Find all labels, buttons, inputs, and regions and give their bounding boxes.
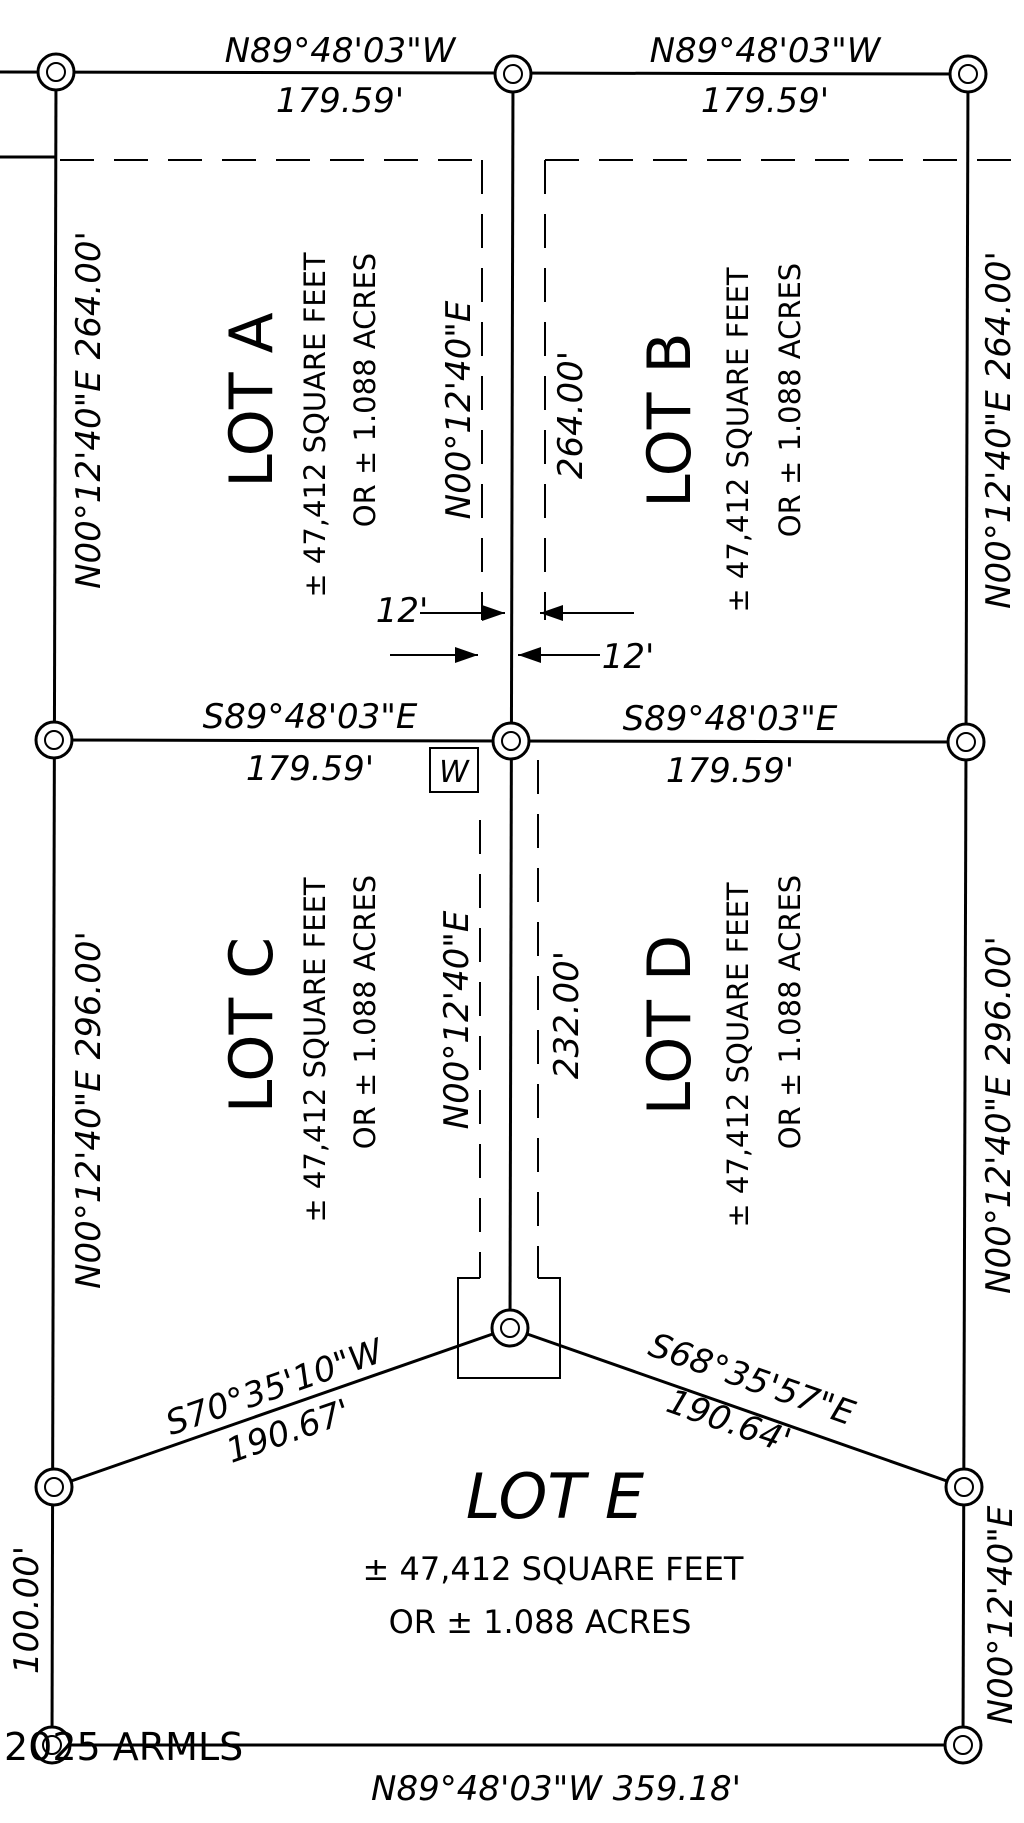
lot-a-sqft: ± 47,412 SQUARE FEET — [298, 252, 332, 598]
bearing-top-left: N89°48'03"W — [225, 31, 457, 71]
diagonal-right-line — [509, 1326, 965, 1489]
distance-top-right: 179.59' — [701, 81, 829, 121]
monument-icon — [34, 1467, 74, 1507]
bearing-west-lower: N00°12'40"E 296.00' — [69, 931, 109, 1289]
lot-d-acres: OR ± 1.088 ACRES — [773, 875, 807, 1149]
distance-top-left: 179.59' — [276, 81, 404, 121]
boundary-lines — [0, 70, 970, 1747]
diagonal-left-line — [53, 1326, 511, 1489]
bearing-west-upper: N00°12'40"E 264.00' — [69, 231, 109, 589]
setback-lines — [60, 159, 1024, 1379]
bearing-labels: N89°48'03"W 179.59' N89°48'03"W 179.59' … — [7, 31, 1021, 1809]
lot-c-sqft: ± 47,412 SQUARE FEET — [298, 877, 332, 1223]
bearing-bottom: N89°48'03"W 359.18' — [371, 1769, 741, 1809]
lot-c-name: LOT C — [217, 937, 287, 1113]
arrow-head-icon — [540, 605, 563, 621]
lot-b-name: LOT B — [635, 332, 705, 507]
monument-icon — [34, 720, 74, 760]
monument-icon — [948, 54, 988, 94]
monument-icon — [943, 1725, 983, 1765]
monument-icon — [944, 1467, 984, 1507]
lot-c-label: LOT C ± 47,412 SQUARE FEET OR ± 1.088 AC… — [217, 875, 382, 1223]
lot-e-name: LOT E — [466, 1460, 645, 1533]
monument-icon — [946, 722, 986, 762]
lot-e-label: LOT E ± 47,412 SQUARE FEET OR ± 1.088 AC… — [363, 1460, 744, 1641]
arrow-head-icon — [455, 647, 478, 663]
bearing-east-lower: N00°12'40"E 296.00' — [979, 936, 1019, 1294]
lot-d-name: LOT D — [635, 935, 705, 1115]
well-marker-label: W — [439, 755, 470, 790]
monument-icon — [32, 1725, 72, 1765]
easement-turnaround — [457, 1277, 561, 1379]
monument-icon — [493, 54, 533, 94]
bearing-east-upper: N00°12'40"E 264.00' — [979, 251, 1019, 609]
monument-icon — [490, 1308, 530, 1348]
lot-b-label: LOT B ± 47,412 SQUARE FEET OR ± 1.088 AC… — [635, 263, 807, 613]
bearing-mid-right: S89°48'03"E — [623, 699, 838, 739]
bearing-east-bottom: N00°12'40"E — [981, 1505, 1021, 1724]
lot-b-sqft: ± 47,412 SQUARE FEET — [721, 267, 755, 613]
lot-e-sqft: ± 47,412 SQUARE FEET — [363, 1550, 744, 1588]
lot-d-sqft: ± 47,412 SQUARE FEET — [721, 882, 755, 1228]
arrow-head-icon — [482, 605, 505, 621]
well-marker-box — [429, 747, 479, 793]
easement-dimensions — [390, 605, 634, 793]
bearing-center-upper: N00°12'40"E — [439, 300, 479, 519]
bearing-center-lower: N00°12'40"E — [437, 910, 477, 1129]
lot-e-acres: OR ± 1.088 ACRES — [389, 1603, 692, 1641]
easement-width-left: 12' — [376, 591, 429, 631]
distance-mid-left: 179.59' — [246, 749, 374, 789]
easement-width-right: 12' — [602, 637, 655, 677]
distance-center-upper: 264.00' — [551, 351, 591, 479]
lot-d-label: LOT D ± 47,412 SQUARE FEET OR ± 1.088 AC… — [635, 875, 807, 1228]
lot-a-acres: OR ± 1.088 ACRES — [348, 253, 382, 527]
bearing-top-right: N89°48'03"W — [650, 31, 882, 71]
lot-c-acres: OR ± 1.088 ACRES — [348, 875, 382, 1149]
monument-icon — [491, 721, 531, 761]
east-boundary-line — [961, 73, 970, 1746]
bearing-mid-left: S89°48'03"E — [203, 697, 418, 737]
distance-center-lower: 232.00' — [547, 951, 587, 1079]
distance-west-bottom: 100.00' — [7, 1546, 47, 1674]
arrow-head-icon — [518, 647, 541, 663]
north-boundary-line — [0, 70, 969, 76]
lot-a-name: LOT A — [217, 312, 287, 487]
monument-icon — [36, 52, 76, 92]
west-boundary-line — [50, 71, 58, 1746]
watermark: 2025 ARMLS — [4, 1725, 243, 1769]
monuments — [32, 52, 988, 1765]
lot-a-label: LOT A ± 47,412 SQUARE FEET OR ± 1.088 AC… — [217, 252, 382, 598]
center-lot-line — [508, 73, 515, 1329]
distance-mid-right: 179.59' — [666, 751, 794, 791]
lot-b-acres: OR ± 1.088 ACRES — [773, 263, 807, 537]
